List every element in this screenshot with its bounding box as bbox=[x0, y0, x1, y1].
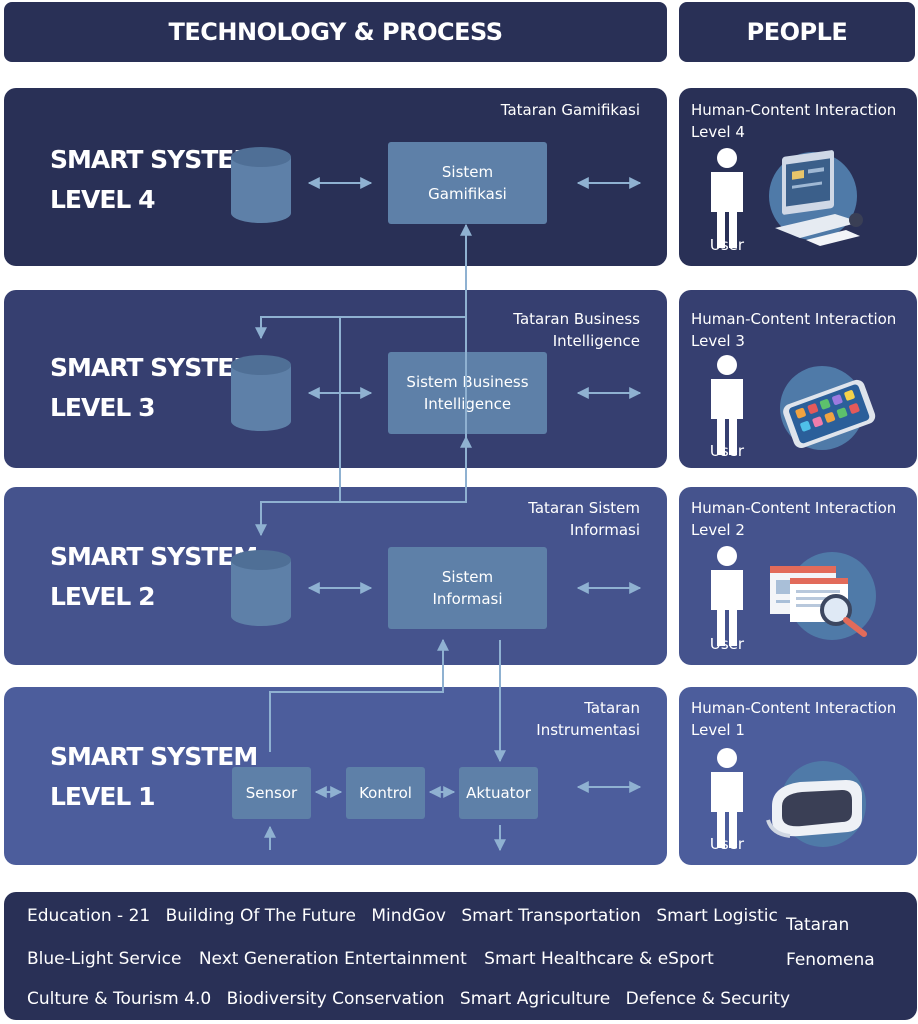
level3-tataran: Tataran Business Intelligence bbox=[513, 310, 640, 350]
level2-database-icon bbox=[231, 550, 291, 626]
phenomena-label-line2: Fenomena bbox=[786, 950, 875, 970]
sensor-box: Sensor bbox=[232, 767, 311, 819]
level2-system-box: Sistem Informasi bbox=[388, 547, 547, 629]
level3-title-line1: SMART SYSTEM bbox=[50, 353, 258, 382]
level1-hci-line1: Human-Content Interaction bbox=[691, 699, 897, 717]
aktuator-box: Aktuator bbox=[459, 767, 538, 819]
level4-title-line1: SMART SYSTEM bbox=[50, 145, 258, 174]
tech-process-header-label: TECHNOLOGY & PROCESS bbox=[168, 18, 503, 46]
level4-person-icon bbox=[711, 148, 743, 248]
level2-panel bbox=[4, 487, 667, 665]
level3-hci: Human-Content Interaction Level 3 bbox=[691, 308, 896, 352]
phenomenon-item: Smart Logistic bbox=[656, 906, 778, 926]
level2-hci: Human-Content Interaction Level 2 bbox=[691, 497, 896, 541]
level2-title-line2: LEVEL 2 bbox=[50, 582, 155, 611]
phenomenon-item: Education - 21 bbox=[27, 906, 151, 926]
level2-title-line1: SMART SYSTEM bbox=[50, 542, 258, 571]
level2-tataran: Tataran Sistem Informasi bbox=[528, 499, 640, 539]
down-arrow-to-level2-db bbox=[255, 501, 340, 537]
level4-hci-line1: Human-Content Interaction bbox=[691, 101, 897, 119]
level4-title: SMART SYSTEM LEVEL 4 bbox=[50, 140, 258, 220]
desktop-computer-icon bbox=[769, 150, 863, 246]
level1-hci-line2: Level 1 bbox=[691, 721, 745, 739]
level2-hci-line1: Human-Content Interaction bbox=[691, 499, 897, 517]
level1-title-line1: SMART SYSTEM bbox=[50, 742, 258, 771]
up-arrow-sensor-to-l2 bbox=[269, 638, 449, 752]
level3-title: SMART SYSTEM LEVEL 3 bbox=[50, 348, 258, 428]
phenomenon-item: Smart Healthcare & eSport bbox=[484, 949, 714, 969]
vr-headset-icon bbox=[766, 761, 866, 847]
level3-system-label: Sistem Business Intelligence bbox=[406, 373, 529, 413]
phenomena-panel bbox=[4, 892, 917, 1020]
level1-tataran: Tataran Instrumentasi bbox=[536, 699, 640, 739]
level3-system-box: Sistem Business Intelligence bbox=[388, 352, 547, 434]
up-arrow-l2-to-l3 bbox=[340, 435, 472, 503]
people-header-label: PEOPLE bbox=[746, 18, 848, 46]
level1-person-icon bbox=[711, 748, 743, 848]
phenomenon-item: Biodiversity Conservation bbox=[226, 989, 445, 1009]
phenomenon-item: Smart Transportation bbox=[461, 906, 641, 926]
smartphone-icon bbox=[780, 366, 876, 450]
level4-hci: Human-Content Interaction Level 4 bbox=[691, 99, 896, 143]
level3-person-icon bbox=[711, 355, 743, 455]
tech-process-header: TECHNOLOGY & PROCESS bbox=[4, 2, 667, 62]
level3-hci-line1: Human-Content Interaction bbox=[691, 310, 897, 328]
level4-hci-line2: Level 4 bbox=[691, 123, 745, 141]
phenomena-label-line1: Tataran bbox=[786, 915, 850, 935]
down-arrow-to-level3-db bbox=[255, 316, 466, 340]
level3-panel bbox=[4, 290, 667, 468]
level3-database-icon bbox=[231, 355, 291, 431]
phenomenon-item: Next Generation Entertainment bbox=[198, 949, 467, 969]
level3-title-line2: LEVEL 3 bbox=[50, 393, 155, 422]
phenomena-row2: Blue-Light Service Next Generation Enter… bbox=[27, 949, 714, 969]
level1-panel bbox=[4, 687, 667, 865]
document-magnifier-icon bbox=[770, 552, 876, 640]
phenomenon-item: MindGov bbox=[371, 906, 446, 926]
phenomena-row1: Education - 21 Building Of The Future Mi… bbox=[27, 906, 778, 926]
level2-hci-line2: Level 2 bbox=[691, 521, 745, 539]
phenomena-label: Tataran Fenomena bbox=[786, 908, 875, 978]
level4-database-icon bbox=[231, 147, 291, 223]
phenomenon-item: Smart Agriculture bbox=[459, 989, 611, 1009]
level4-title-line2: LEVEL 4 bbox=[50, 185, 155, 214]
level1-title-line2: LEVEL 1 bbox=[50, 782, 155, 811]
level4-system-label: Sistem Gamifikasi bbox=[428, 163, 507, 203]
sensor-label: Sensor bbox=[245, 784, 298, 802]
phenomenon-item: Building Of The Future bbox=[165, 906, 356, 926]
level2-person-icon bbox=[711, 546, 743, 646]
level4-system-box: Sistem Gamifikasi bbox=[388, 142, 547, 224]
people-header: PEOPLE bbox=[679, 2, 915, 62]
phenomenon-item: Blue-Light Service bbox=[27, 949, 182, 969]
level4-tataran: Tataran Gamifikasi bbox=[500, 101, 640, 119]
phenomena-row3: Culture & Tourism 4.0 Biodiversity Conse… bbox=[27, 989, 790, 1009]
kontrol-label: Kontrol bbox=[359, 784, 412, 802]
level1-hci: Human-Content Interaction Level 1 bbox=[691, 697, 896, 741]
level2-system-label: Sistem Informasi bbox=[432, 568, 503, 608]
aktuator-label: Aktuator bbox=[466, 784, 531, 802]
phenomenon-item: Defence & Security bbox=[625, 989, 791, 1009]
level2-title: SMART SYSTEM LEVEL 2 bbox=[50, 537, 258, 617]
level1-title: SMART SYSTEM LEVEL 1 bbox=[50, 737, 258, 817]
kontrol-box: Kontrol bbox=[346, 767, 425, 819]
phenomenon-item: Culture & Tourism 4.0 bbox=[27, 989, 212, 1009]
level3-hci-line2: Level 3 bbox=[691, 332, 745, 350]
